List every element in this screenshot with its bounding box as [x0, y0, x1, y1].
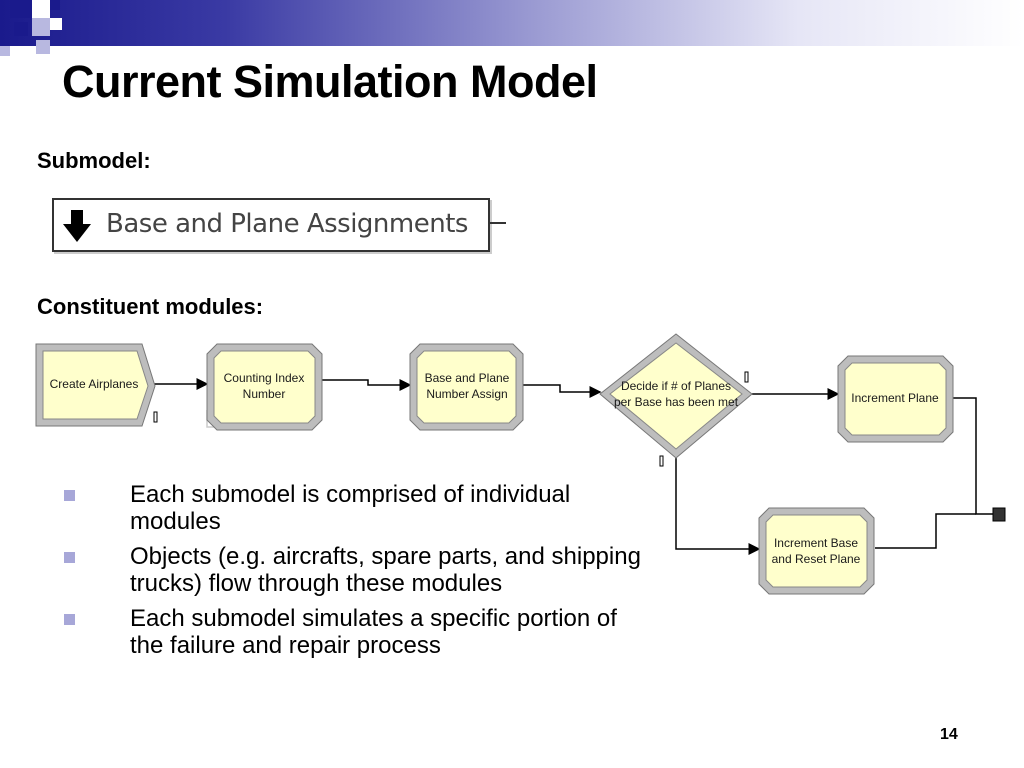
module-label: and Reset Plane: [772, 552, 861, 566]
bullet-square-icon: [64, 614, 75, 625]
logo-square: [50, 0, 60, 10]
port-marker: [744, 371, 749, 383]
module-label: Base and Plane: [425, 371, 510, 385]
module-base-plane-assign: Base and Plane Number Assign: [409, 343, 524, 431]
submodel-name: Base and Plane Assignments: [106, 209, 468, 239]
logo-square: [0, 46, 10, 56]
modules-label: Constituent modules:: [37, 294, 264, 319]
logo-square: [50, 18, 62, 30]
module-label: Create Airplanes: [50, 377, 139, 391]
port-marker: [153, 411, 158, 423]
port-marker: [659, 455, 664, 467]
logo-square: [36, 40, 50, 54]
bullet-list: Each submodel is comprised of individual…: [60, 481, 650, 667]
module-create-airplanes: Create Airplanes: [35, 343, 156, 427]
module-label: Number: [243, 387, 286, 401]
list-item: Objects (e.g. aircrafts, spare parts, an…: [60, 543, 650, 597]
module-increment-base: Increment Base and Reset Plane: [758, 507, 875, 595]
submodel-exit-connector: [488, 222, 506, 224]
exit-terminal: [992, 507, 1006, 522]
list-item: Each submodel simulates a specific porti…: [60, 605, 650, 659]
module-label: Increment Plane: [851, 391, 939, 405]
module-label: Decide if # of Planes: [621, 379, 731, 393]
bullet-text: Each submodel is comprised of individual…: [130, 481, 571, 535]
down-arrow-icon: [62, 208, 92, 249]
bullet-text: Objects (e.g. aircrafts, spare parts, an…: [130, 543, 641, 597]
bullet-square-icon: [64, 490, 75, 501]
module-increment-plane: Increment Plane: [837, 355, 954, 443]
submodel-block[interactable]: Base and Plane Assignments: [52, 198, 490, 252]
module-label: Increment Base: [774, 536, 858, 550]
module-counting-index: Counting Index Number: [206, 343, 323, 431]
connector-assign-to-decide: [523, 384, 602, 398]
logo-square: [32, 0, 50, 18]
logo-square: [32, 18, 50, 36]
connector-decide-to-increment-base: [675, 458, 761, 555]
module-decide: Decide if # of Planes per Base has been …: [599, 333, 753, 459]
module-label: per Base has been met: [614, 395, 739, 409]
connector-increment-base-to-exit: [875, 513, 976, 549]
connector-counting-to-assign: [322, 379, 412, 391]
page-title: Current Simulation Model: [62, 56, 598, 107]
header-gradient-bar: [0, 0, 1024, 46]
logo-square: [14, 22, 28, 36]
bullet-square-icon: [64, 552, 75, 563]
connector-increment-plane-to-exit: [953, 397, 995, 515]
module-label: Counting Index: [224, 371, 305, 385]
bullet-text: Each submodel simulates a specific porti…: [130, 605, 617, 659]
list-item: Each submodel is comprised of individual…: [60, 481, 650, 535]
module-label: Number Assign: [426, 387, 507, 401]
logo-square: [10, 0, 32, 18]
page-number: 14: [940, 726, 958, 743]
submodel-label: Submodel:: [37, 148, 151, 173]
